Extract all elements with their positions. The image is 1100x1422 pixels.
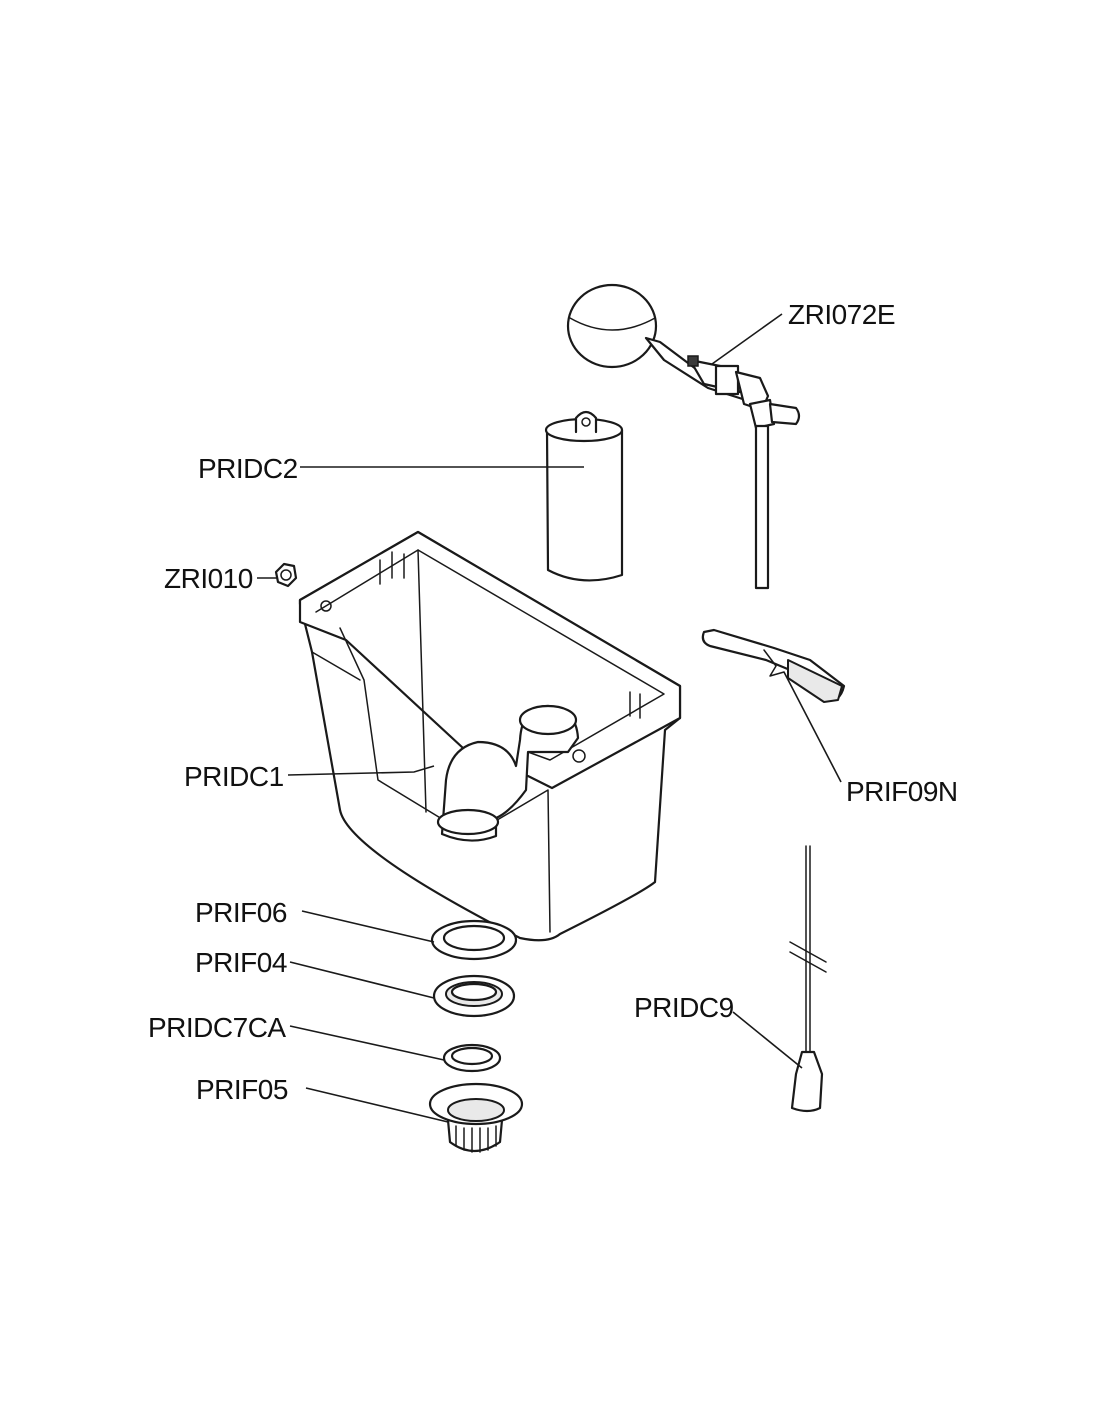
label-tank: PRIDC1: [184, 761, 284, 792]
seat-washer: [432, 974, 516, 1018]
label-float-valve: ZRI072E: [788, 299, 895, 330]
label-float-cylinder: PRIDC2: [198, 453, 298, 484]
leader-float-valve: [711, 313, 783, 365]
leader-flush-lever: [783, 671, 842, 783]
pull-rod: [789, 845, 827, 1113]
seal-ring: [442, 1043, 502, 1073]
label-flush-lever: PRIF09N: [846, 776, 958, 807]
flush-lever: [701, 628, 846, 703]
float-cylinder: [544, 410, 624, 582]
leader-pull-rod: [732, 1011, 803, 1069]
leader-drain-nut: [305, 1087, 449, 1123]
float-valve-assembly: [566, 283, 801, 590]
label-seal-ring: PRIDC7CA: [148, 1012, 286, 1043]
leader-lines: [257, 313, 842, 1123]
leader-tank: [287, 765, 435, 776]
label-gasket: PRIF06: [195, 897, 287, 928]
callout-labels: ZRI072E PRIDC2 ZRI010 PRIF09N PRIDC1 PRI…: [148, 299, 958, 1105]
leader-gasket: [301, 910, 435, 943]
label-pull-rod: PRIDC9: [634, 992, 734, 1023]
label-seat-washer: PRIF04: [195, 947, 287, 978]
label-plug: ZRI010: [164, 563, 253, 594]
tank-body: [298, 530, 682, 942]
drain-nut: [428, 1082, 524, 1153]
leader-seal-ring: [289, 1025, 445, 1061]
gasket-ring: [430, 919, 518, 961]
leader-seat-washer: [289, 961, 435, 999]
plug-part: [274, 562, 298, 588]
label-drain-nut: PRIF05: [196, 1074, 288, 1105]
